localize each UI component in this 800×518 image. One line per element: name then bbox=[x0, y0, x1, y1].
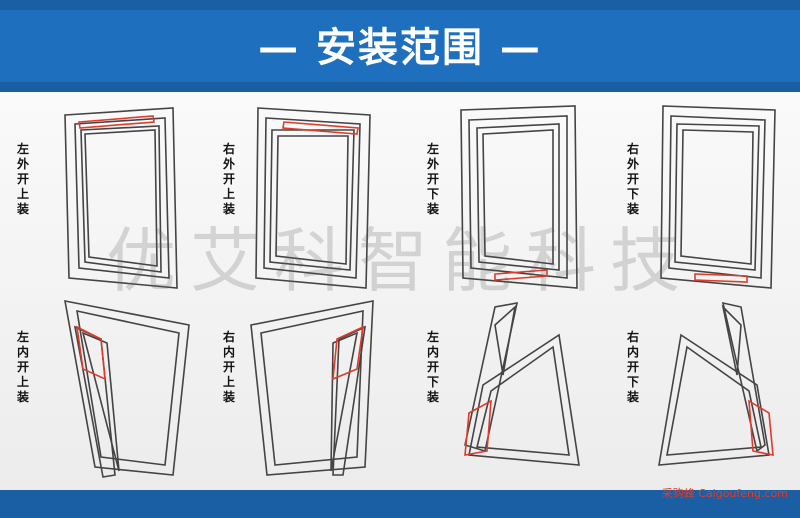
watermark-text: 优艾科智能科技 bbox=[106, 220, 694, 302]
window-illustration-2 bbox=[255, 107, 371, 289]
label-cell-3: 左外开下装 bbox=[426, 142, 439, 216]
window-illustration-3 bbox=[460, 105, 578, 289]
label-cell-2: 右外开上装 bbox=[222, 142, 235, 216]
label-cell-5: 左内开上装 bbox=[16, 330, 29, 404]
label-cell-8: 右内开下装 bbox=[626, 330, 639, 404]
header-banner: — 安装范围 — bbox=[0, 0, 800, 92]
window-illustration-7 bbox=[464, 301, 580, 466]
window-illustration-5 bbox=[64, 299, 190, 478]
window-illustration-4 bbox=[660, 105, 776, 289]
window-illustration-8 bbox=[658, 301, 774, 466]
page-title: — 安装范围 — bbox=[258, 25, 542, 71]
footer-bar bbox=[0, 490, 800, 518]
label-cell-4: 右外开下装 bbox=[626, 142, 639, 216]
window-illustration-1 bbox=[64, 107, 178, 289]
window-illustration-6 bbox=[250, 300, 374, 476]
label-cell-6: 右内开上装 bbox=[222, 330, 235, 404]
header-strip bbox=[0, 10, 800, 82]
source-credit: 采购蜂 Caigoufeng.com bbox=[661, 487, 788, 500]
label-cell-7: 左内开下装 bbox=[426, 330, 439, 404]
label-cell-1: 左外开上装 bbox=[16, 142, 29, 216]
